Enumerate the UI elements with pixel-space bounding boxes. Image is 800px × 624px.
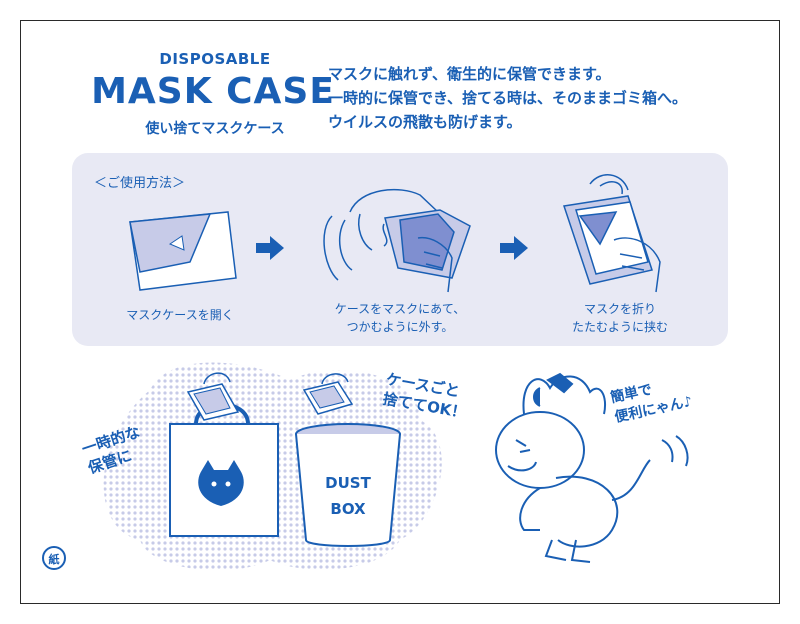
card-frame: [20, 20, 780, 604]
description-line: ウイルスの飛散も防げます。: [328, 113, 522, 131]
step-caption: マスクを折り たたむように挟む: [540, 300, 700, 336]
description: マスクに触れず、衛生的に保管できます。 一時的に保管でき、捨てる時は、そのままゴ…: [328, 62, 748, 134]
step-caption: マスクケースを開く: [100, 306, 260, 324]
arrow-right-icon: [500, 236, 528, 260]
description-line: 一時的に保管でき、捨てる時は、そのままゴミ箱へ。: [328, 89, 687, 107]
fold-mask-illustration: [563, 174, 661, 293]
tote-bag-illustration: [169, 372, 279, 537]
dust-box-label: DUST BOX: [318, 470, 378, 522]
caption-line: つかむように外す。: [346, 320, 454, 334]
step-caption: ケースをマスクにあて、 つかむように外す。: [320, 300, 480, 336]
cat-character-illustration: [495, 372, 689, 563]
dust-box-illustration: [295, 373, 401, 547]
arrow-right-icon: [256, 236, 284, 260]
open-case-illustration: [129, 211, 237, 291]
howto-heading: ＜ご使用方法＞: [94, 176, 186, 191]
caption-line: マスクを折り: [583, 302, 656, 316]
title-disposable: DISPOSABLE: [159, 50, 271, 68]
caption-line: ケースをマスクにあて、: [334, 302, 466, 316]
dust-box-line: BOX: [330, 500, 366, 518]
title-japanese: 使い捨てマスクケース: [145, 121, 285, 137]
remove-mask-illustration: [323, 188, 471, 293]
caption-line: たたむように挟む: [571, 320, 668, 334]
caption-line: マスクケースを開く: [126, 308, 234, 322]
description-line: マスクに触れず、衛生的に保管できます。: [328, 65, 611, 83]
paper-recycle-icon: 紙: [42, 546, 66, 570]
page-title: MASK CASE: [91, 71, 335, 112]
dust-box-line: DUST: [325, 474, 371, 492]
